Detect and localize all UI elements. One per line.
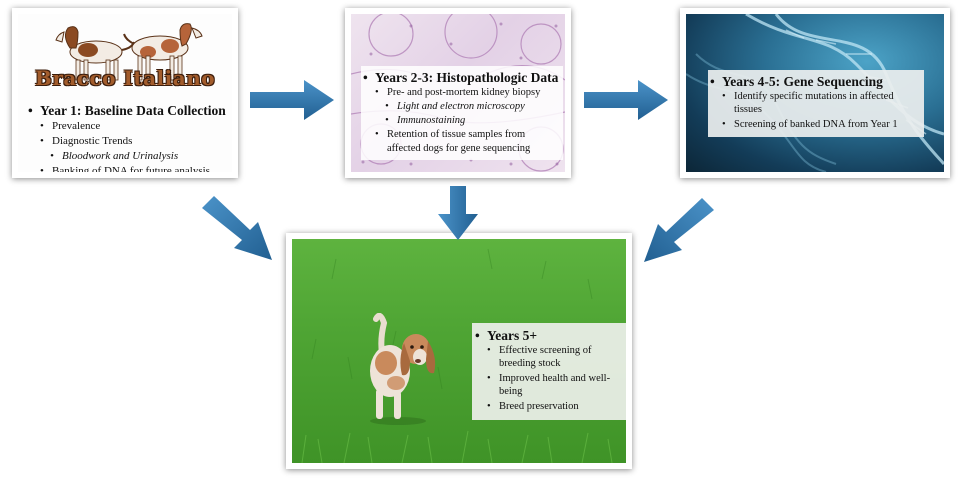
heading-year-1: Year 1: Baseline Data Collection [28, 102, 232, 119]
list-item: Identify specific mutations in affected … [722, 90, 920, 116]
list-item: Screening of banked DNA from Year 1 [722, 118, 920, 131]
list-item: Effective screening of breeding stock [487, 344, 625, 370]
card-year-1: Bracco Italiano Year 1: Baseline Data Co… [12, 8, 238, 178]
heading-years-5-plus: Years 5+ [475, 327, 625, 344]
list-item: Prevalence [40, 119, 232, 134]
list-subitem: Light and electron microscopy [385, 100, 559, 114]
dog-illustration-icon [55, 23, 203, 81]
arrow-right-icon [250, 80, 334, 120]
list-item: Improved health and well-being [487, 372, 625, 398]
panel-years-5-plus: Years 5+ Effective screening of breeding… [472, 323, 626, 420]
arrow-diagonal-icon [644, 198, 714, 262]
heading-years-4-5: Years 4-5: Gene Sequencing [710, 73, 920, 90]
card-years-2-3: Years 2-3: Histopathologic Data Pre- and… [345, 8, 571, 178]
list-item: Diagnostic Trends [40, 134, 232, 149]
list-item: Retention of tissue samples from affecte… [375, 128, 559, 156]
panel-years-2-3: Years 2-3: Histopathologic Data Pre- and… [361, 66, 563, 160]
arrow-right-icon [584, 80, 668, 120]
arrow-down-icon [438, 186, 478, 240]
heading-years-2-3: Years 2-3: Histopathologic Data [363, 69, 559, 86]
card-years-5-plus: Years 5+ Effective screening of breeding… [286, 233, 632, 469]
panel-years-4-5: Years 4-5: Gene Sequencing Identify spec… [708, 70, 924, 137]
list-item: Breed preservation [487, 400, 625, 413]
arrow-diagonal-icon [202, 196, 272, 260]
list-subitem: Immunostaining [385, 114, 559, 128]
grass-background [301, 248, 613, 463]
card-years-4-5: Years 4-5: Gene Sequencing Identify spec… [680, 8, 950, 178]
list-item: Pre- and post-mortem kidney biopsy [375, 86, 559, 100]
puppy-image-icon [370, 313, 436, 425]
panel-year-1: Year 1: Baseline Data Collection Prevale… [28, 102, 232, 172]
list-subitem: Bloodwork and Urinalysis [50, 149, 232, 164]
logo-text: Bracco Italiano [34, 66, 216, 90]
list-item: Banking of DNA for future analysis [40, 164, 232, 172]
